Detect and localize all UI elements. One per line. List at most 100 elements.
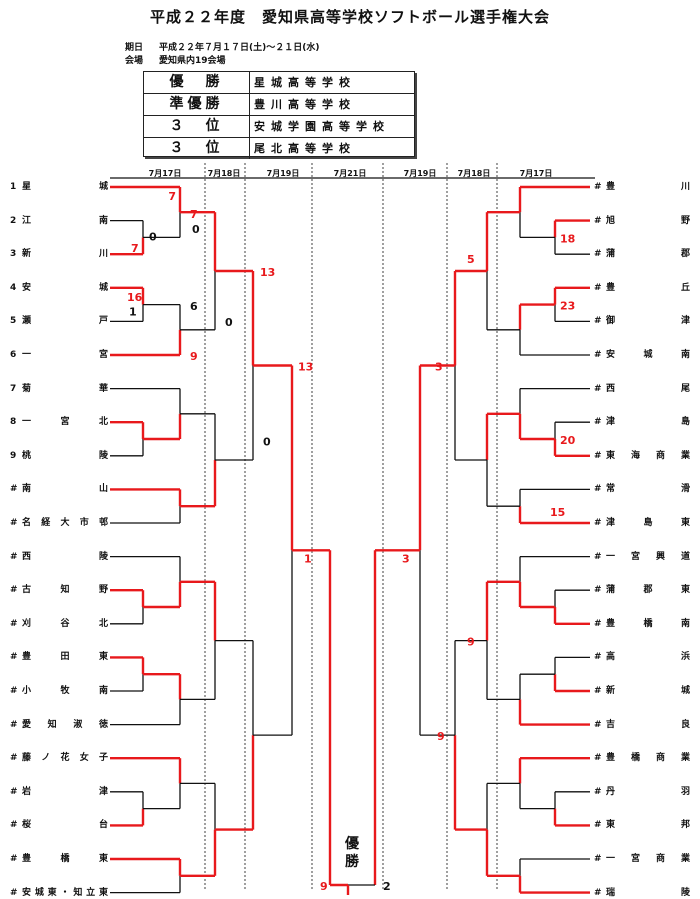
team-name: 一宮商業 [606,854,690,864]
team-name: 安城 [22,282,108,293]
team-name: 古知野 [22,585,108,596]
team-name: 南山 [22,484,108,495]
team-seed: # [594,417,602,428]
team-seed: # [594,753,602,764]
team-name: 名経大市邨 [22,518,108,528]
team-seed: # [594,450,602,461]
team-name: 星城 [22,182,108,192]
team-seed: # [10,518,18,528]
result-school: 豊川高等学校 [254,98,356,111]
venue-label: 会場 [125,56,144,66]
team-name: 菊華 [22,383,108,394]
team-seed: # [594,618,602,629]
date-header: 7月17日 [149,169,182,178]
score-label: 16 [127,291,143,304]
team-name: 桃陵 [22,450,108,461]
team-name: 小牧南 [22,686,108,696]
team-seed: # [594,249,602,260]
team-seed: # [594,551,602,562]
team-name: 津島 [606,417,690,428]
result-school: 星城高等学校 [254,76,356,89]
team-name: 蒲郡 [606,249,690,260]
result-label: ３ 位 [144,138,250,159]
team-name: 一宮北 [22,417,108,428]
team-name: 瑞陵 [606,887,690,898]
score-label: 9 [320,880,328,893]
team-name: 豊川 [606,182,690,192]
team-seed: 9 [10,450,17,461]
date-header: 7月19日 [404,169,437,178]
score-label: 1 [304,552,312,565]
date-header: 7月18日 [458,169,491,178]
team-name: 安城東・知立東 [22,887,108,898]
team-name: 津島東 [606,518,690,528]
date-header: 7月17日 [520,169,553,178]
team-name: 東海商業 [606,450,690,461]
team-seed: 6 [10,350,17,360]
score-label: 0 [149,231,157,244]
team-seed: # [10,585,18,596]
team-seed: # [10,719,18,730]
score-label: 3 [435,361,443,374]
team-seed: # [594,350,602,360]
team-name: 高浜 [606,652,690,663]
venue-line: 会場愛知県内19会場 [125,53,226,66]
score-label: 7 [131,242,139,255]
date-line: 期日 平成２２年７月１７日(土)～２１日(水) [125,40,319,53]
team-seed: # [594,854,602,864]
team-seed: # [10,484,18,495]
date-header: 7月21日 [334,169,367,178]
team-name: 藤ノ花女子 [22,753,108,764]
team-seed: # [10,820,18,831]
result-school: 尾北高等学校 [254,142,356,155]
team-seed: # [10,551,18,562]
team-seed: 8 [10,417,17,428]
team-name: 一宮興道 [606,551,690,562]
team-seed: # [10,786,18,797]
team-name: 瀬戸 [22,316,108,327]
result-label: 優 勝 [144,72,250,93]
score-label: 9 [437,730,445,743]
team-name: 刈谷北 [22,618,108,629]
team-seed: # [10,652,18,663]
team-name: 豊田東 [22,652,108,663]
score-label: 9 [467,636,475,649]
score-label: 13 [298,361,313,374]
team-seed: 3 [10,249,17,260]
team-name: 吉良 [606,719,690,730]
team-seed: # [594,484,602,495]
date-value: 平成２２年７月１７日(土)～２１日(水) [159,43,320,53]
team-seed: # [594,383,602,394]
score-label: 0 [225,316,233,329]
score-label: 23 [560,300,575,313]
team-seed: 4 [10,282,17,293]
team-seed: # [594,316,602,327]
team-seed: # [594,686,602,696]
team-name: 蒲郡東 [606,585,690,596]
score-label: 0 [263,436,271,449]
score-label: 15 [550,506,565,519]
team-seed: # [594,182,602,192]
team-name: 安城南 [606,350,690,360]
result-row-third-b: ３ 位 尾北高等学校 [144,138,414,159]
team-seed: # [594,215,602,226]
team-name: 桜台 [22,820,108,831]
result-label: 準優勝 [144,94,250,115]
team-name: 愛知淑徳 [22,719,108,730]
score-label: 5 [467,253,475,266]
team-seed: # [10,618,18,629]
team-name: 一宮 [22,350,108,360]
score-label: 9 [190,350,198,363]
score-label: 18 [560,232,575,245]
team-seed: 5 [10,316,17,327]
result-row-champion: 優 勝 星城高等学校 [144,72,414,94]
page-title: 平成２２年度 愛知県高等学校ソフトボール選手権大会 [149,8,550,26]
score-label: 2 [383,880,391,893]
team-name: 豊丘 [606,282,690,293]
score-label: 7 [168,190,176,203]
date-label: 期日 [125,43,144,53]
team-seed: 2 [10,215,17,226]
team-seed: # [594,820,602,831]
result-school: 安城学園高等学校 [254,120,390,133]
